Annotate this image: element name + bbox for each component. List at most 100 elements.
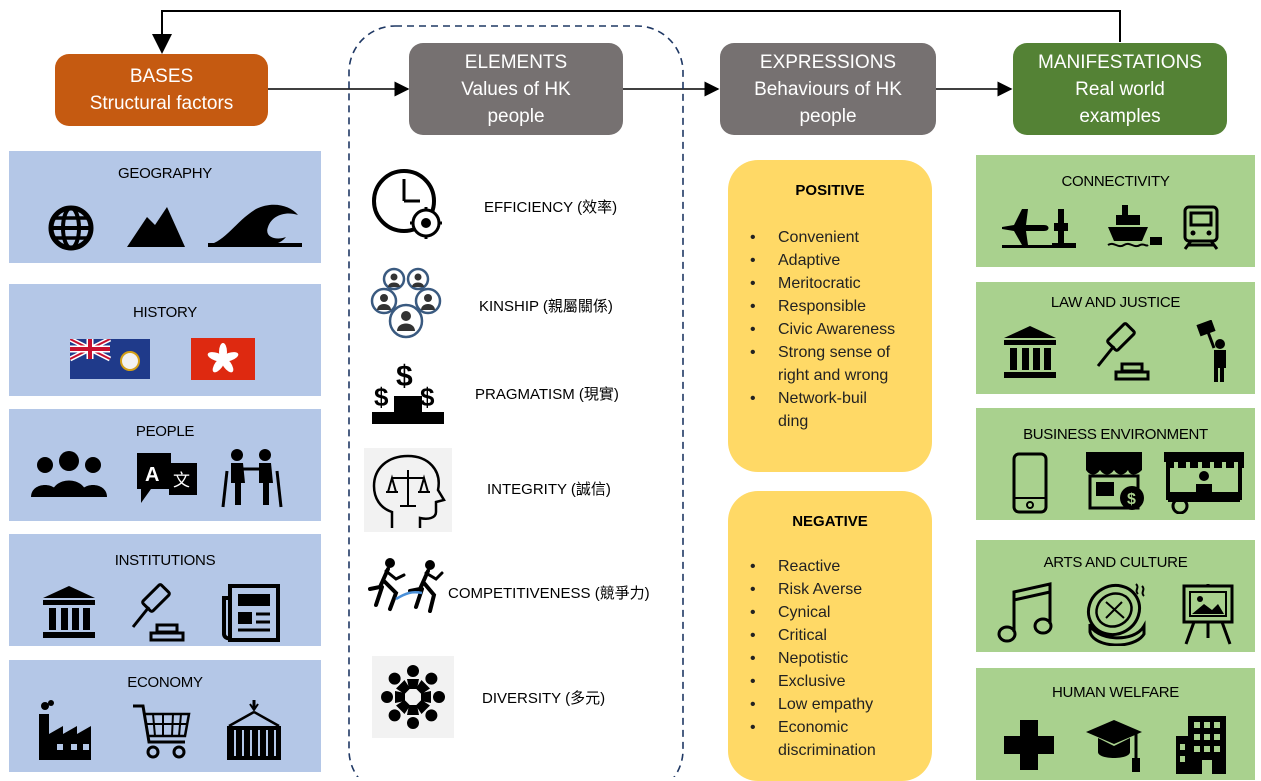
svg-text:$: $	[1127, 491, 1136, 508]
list-item: Cynical	[750, 601, 922, 624]
element-label-kinship: KINSHIP (親屬關係)	[479, 298, 613, 315]
base-geography: GEOGRAPHY	[9, 151, 321, 263]
factory-icon	[33, 700, 99, 762]
protester-icon	[1194, 320, 1234, 384]
wave-icon	[206, 201, 304, 249]
expressions-header-title: EXPRESSIONS	[759, 51, 897, 73]
clock-gear-icon	[370, 165, 450, 245]
manifestation-law-title: LAW AND JUSTICE	[1050, 294, 1181, 311]
manifestation-connectivity: CONNECTIVITY	[976, 155, 1255, 267]
manifestation-law-and-justice: LAW AND JUSTICE	[976, 282, 1255, 394]
element-label-pragmatism: PRAGMATISM (現實)	[475, 386, 619, 403]
globe-icon	[47, 204, 95, 252]
list-item: Adaptive	[750, 249, 922, 272]
mooncake-icon	[1084, 580, 1150, 646]
positive-list: Convenient Adaptive Meritocratic Respons…	[750, 226, 922, 433]
list-item: Reactive	[750, 555, 922, 578]
svg-text:$: $	[396, 360, 413, 393]
manifestation-connectivity-title: CONNECTIVITY	[1061, 173, 1170, 190]
manifestation-arts-title: ARTS AND CULTURE	[1043, 554, 1188, 571]
cart-icon	[131, 702, 193, 762]
manifestations-header-title: MANIFESTATIONS	[1038, 51, 1202, 73]
elderly-couple-icon	[219, 447, 285, 509]
manifestation-welfare-title: HUMAN WELFARE	[1052, 684, 1179, 701]
list-item: Network-building	[750, 387, 874, 433]
runners-icon	[366, 553, 446, 633]
graduation-icon	[1084, 716, 1144, 776]
manifestations-header: MANIFESTATIONS Real world examples	[1013, 43, 1227, 135]
elements-dashed-frame	[348, 25, 684, 777]
list-item: Economic discrimination	[750, 716, 898, 762]
airport-icon	[1000, 205, 1078, 249]
list-item: Responsible	[750, 295, 922, 318]
head-scale-icon	[364, 448, 452, 532]
elements-header-line2: Values of HK	[461, 78, 571, 100]
elements-header-line3: people	[487, 105, 545, 127]
expressions-header-line2: Behaviours of HK	[754, 78, 902, 100]
base-economy: ECONOMY	[9, 660, 321, 772]
bases-header-title: BASES	[129, 66, 194, 87]
list-item: Exclusive	[750, 670, 922, 693]
element-label-diversity: DIVERSITY (多元)	[482, 690, 606, 707]
list-item: Meritocratic	[750, 272, 922, 295]
svg-text:A: A	[145, 464, 159, 486]
element-label-efficiency: EFFICIENCY (效率)	[484, 199, 618, 216]
list-item: Risk Averse	[750, 578, 922, 601]
negative-card: NEGATIVE Reactive Risk Averse Cynical Cr…	[728, 491, 932, 781]
svg-text:$: $	[374, 382, 389, 412]
elements-header: ELEMENTS Values of HK people	[409, 43, 623, 135]
container-icon	[223, 698, 285, 762]
money-podium-icon: $$$	[368, 356, 448, 436]
positive-card: POSITIVE Convenient Adaptive Meritocrati…	[728, 160, 932, 472]
bases-header-subtitle: Structural factors	[89, 93, 234, 114]
network-people-icon	[366, 265, 446, 345]
base-history-title: HISTORY	[132, 304, 198, 321]
svg-text:$: $	[420, 382, 435, 412]
mountain-icon	[125, 203, 187, 249]
manifestation-human-welfare: HUMAN WELFARE	[976, 668, 1255, 780]
base-economy-title: ECONOMY	[127, 674, 203, 691]
manifestation-business-environment: BUSINESS ENVIRONMENT $	[976, 408, 1255, 520]
feedback-arrow	[152, 10, 1121, 54]
ship-icon	[1106, 203, 1166, 251]
shop-icon: $	[1084, 450, 1150, 512]
list-item: Critical	[750, 624, 922, 647]
list-item: Civic Awareness	[750, 318, 922, 341]
bases-header: BASES Structural factors	[55, 54, 268, 126]
group-icon	[29, 451, 109, 501]
list-item: Nepotistic	[750, 647, 922, 670]
circle-people-icon	[372, 656, 454, 738]
gavel-icon	[129, 583, 189, 643]
gavel-icon	[1094, 322, 1154, 382]
building-icon	[1002, 324, 1058, 380]
base-institutions: INSTITUTIONS	[9, 534, 321, 646]
apartment-icon	[1174, 714, 1228, 776]
newspaper-icon	[222, 584, 280, 642]
music-note-icon	[996, 582, 1054, 644]
market-stall-icon	[1162, 450, 1246, 514]
base-institutions-title: INSTITUTIONS	[114, 552, 216, 569]
list-item: Convenient	[750, 226, 922, 249]
list-item: Strong sense of right and wrong	[750, 341, 918, 387]
hksar-flag-icon	[191, 338, 255, 380]
expressions-header-line3: people	[799, 105, 857, 127]
negative-list: Reactive Risk Averse Cynical Critical Ne…	[750, 555, 922, 762]
mobile-phone-icon	[1010, 452, 1050, 514]
base-people-title: PEOPLE	[135, 423, 195, 440]
manifestations-header-line2: Real world	[1075, 78, 1165, 100]
easel-icon	[1180, 582, 1236, 646]
base-history: HISTORY	[9, 284, 321, 396]
element-label-competitiveness: COMPETITIVENESS (競爭力)	[448, 585, 650, 602]
positive-title: POSITIVE	[795, 182, 865, 199]
svg-text:文: 文	[173, 471, 190, 491]
expressions-header: EXPRESSIONS Behaviours of HK people	[720, 43, 936, 135]
colonial-flag-icon	[70, 339, 150, 379]
list-item: Low empathy	[750, 693, 922, 716]
base-geography-title: GEOGRAPHY	[118, 165, 212, 182]
building-icon	[41, 584, 97, 640]
manifestation-business-title: BUSINESS ENVIRONMENT	[1023, 426, 1208, 443]
elements-header-title: ELEMENTS	[464, 51, 568, 73]
